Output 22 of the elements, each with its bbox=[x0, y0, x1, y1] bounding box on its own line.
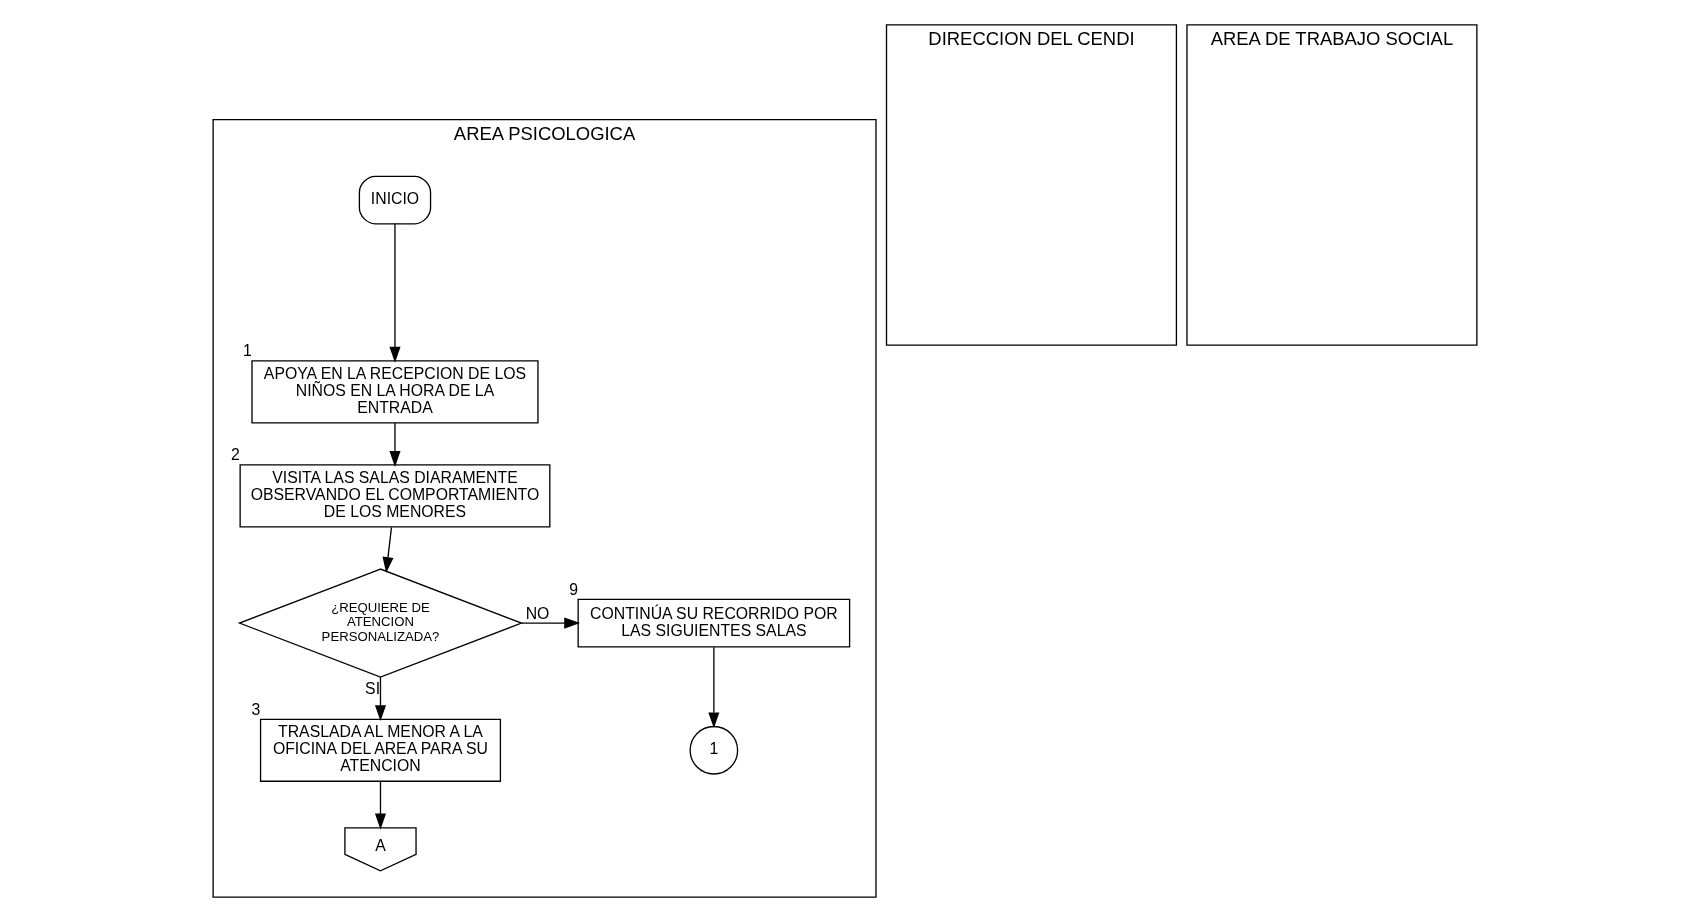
node-circle: 1 bbox=[689, 725, 738, 775]
node-box: DIRECCION DEL CENDI bbox=[885, 23, 1177, 346]
node-label: 3 bbox=[251, 700, 260, 718]
node-box: AREA DE TRABAJO SOCIAL bbox=[1185, 23, 1478, 346]
node-label: 1 bbox=[242, 341, 252, 359]
node-box: TRASLADA AL MENOR A LA OFICINA DEL AREA PARA SU ATENCION bbox=[259, 718, 501, 782]
arrow bbox=[520, 617, 580, 629]
arrow bbox=[388, 421, 401, 467]
edge-label: NO bbox=[525, 604, 549, 622]
arrow bbox=[707, 646, 719, 728]
arrow bbox=[374, 676, 386, 721]
node-diamond: ¿REQUIERE DE ATENCION PERSONALIZADA? bbox=[237, 567, 523, 678]
edge-label: SI bbox=[364, 679, 380, 697]
node-label: 9 bbox=[568, 580, 578, 598]
node-box: INICIO bbox=[358, 175, 431, 224]
arrow bbox=[382, 526, 393, 573]
arrow bbox=[388, 222, 401, 363]
node-box: APOYA EN LA RECEPCION DE LOS NIÑOS EN LA HORA DE LA ENTRADA bbox=[250, 359, 539, 423]
node-label: 2 bbox=[230, 445, 240, 463]
arrow bbox=[374, 780, 386, 829]
node-box: VISITA LAS SALAS DIARAMENTE OBSERVANDO EL COMPORTAMIENTO DE LOS MENORES bbox=[239, 463, 550, 528]
node-box: CONTINÚA SU RECORRIDO POR LAS SIGUIENTES SALAS bbox=[577, 598, 850, 647]
